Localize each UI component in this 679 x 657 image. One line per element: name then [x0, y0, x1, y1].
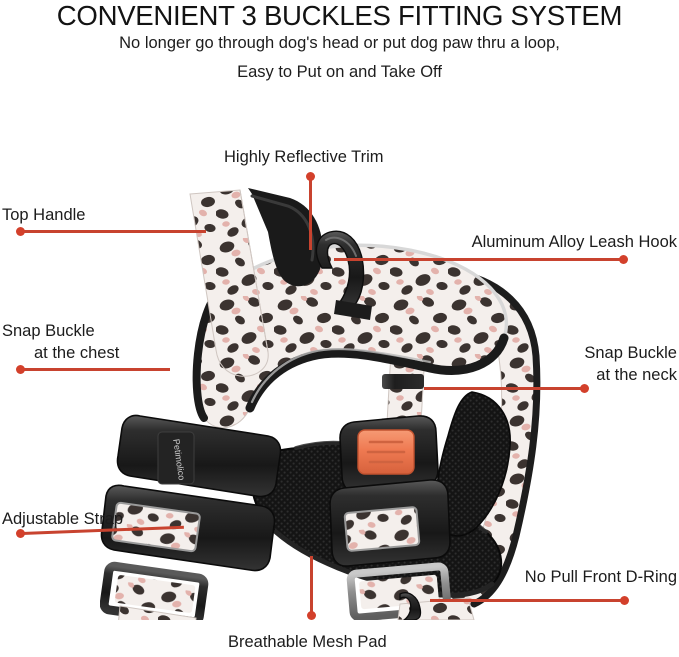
callout-text-line: Adjustable Strap [2, 510, 124, 528]
product-image-dog-harness: Petimolico [100, 180, 580, 620]
callout-text-line: at the chest [34, 344, 120, 362]
callout-text-line: Aluminum Alloy Leash Hook [471, 233, 677, 251]
callout-label-no-pull-front-d-ring: No Pull Front D-Ring [357, 566, 677, 588]
callout-text-line: at the neck [596, 366, 677, 384]
callout-text-line: No Pull Front D-Ring [524, 568, 677, 586]
front-d-ring-part [399, 592, 422, 620]
leader-line-snap-buckle-chest [22, 368, 170, 371]
leader-line-highly-reflective-trim [309, 178, 312, 250]
adjustable-strap-part [118, 605, 197, 620]
leader-dot-breathable-mesh-pad [307, 611, 316, 620]
subtitle-line-2: Easy to Put on and Take Off [237, 63, 442, 81]
callout-text-line: Snap Buckle [584, 344, 677, 362]
callout-text-line: Top Handle [2, 206, 86, 224]
callout-text-line: Snap Buckle [2, 322, 95, 340]
aluminum-alloy-leash-hook-part [315, 230, 372, 320]
neck-snap-buckle-part [329, 415, 452, 620]
page-title: CONVENIENT 3 BUCKLES FITTING SYSTEM [56, 0, 623, 31]
callout-label-aluminum-alloy-leash-hook: Aluminum Alloy Leash Hook [257, 231, 677, 253]
leader-line-aluminum-alloy-leash-hook [334, 258, 624, 261]
leader-dot-highly-reflective-trim [306, 172, 315, 181]
callout-label-snap-buckle-chest: Snap Buckle at the chest [2, 320, 119, 364]
callout-label-breathable-mesh-pad: Breathable Mesh Pad [228, 631, 387, 653]
leader-dot-aluminum-alloy-leash-hook [619, 255, 628, 264]
right-mesh-wing [435, 391, 511, 537]
padded-neck-yoke [192, 243, 509, 429]
leader-dot-top-handle [16, 227, 25, 236]
subtitle-line-1: No longer go through dog's head or put d… [119, 34, 560, 52]
leader-dot-snap-buckle-neck [580, 384, 589, 393]
callout-label-snap-buckle-neck: Snap Buckle at the neck [377, 342, 677, 386]
top-handle-part [189, 188, 323, 377]
leader-line-top-handle [22, 230, 206, 233]
callout-label-adjustable-strap: Adjustable Strap [2, 508, 123, 530]
leader-dot-adjustable-strap [16, 529, 25, 538]
chest-snap-buckle-part: Petimolico [100, 414, 282, 620]
callout-label-highly-reflective-trim: Highly Reflective Trim [224, 146, 384, 168]
leader-dot-no-pull-front-d-ring [620, 596, 629, 605]
leader-line-breathable-mesh-pad [310, 556, 313, 616]
callout-text-line: Breathable Mesh Pad [228, 633, 387, 651]
leader-line-no-pull-front-d-ring [430, 599, 626, 602]
callout-label-top-handle: Top Handle [2, 204, 85, 226]
leader-dot-snap-buckle-chest [16, 365, 25, 374]
callout-text-line: Highly Reflective Trim [224, 148, 384, 166]
leader-line-snap-buckle-neck [424, 387, 586, 390]
